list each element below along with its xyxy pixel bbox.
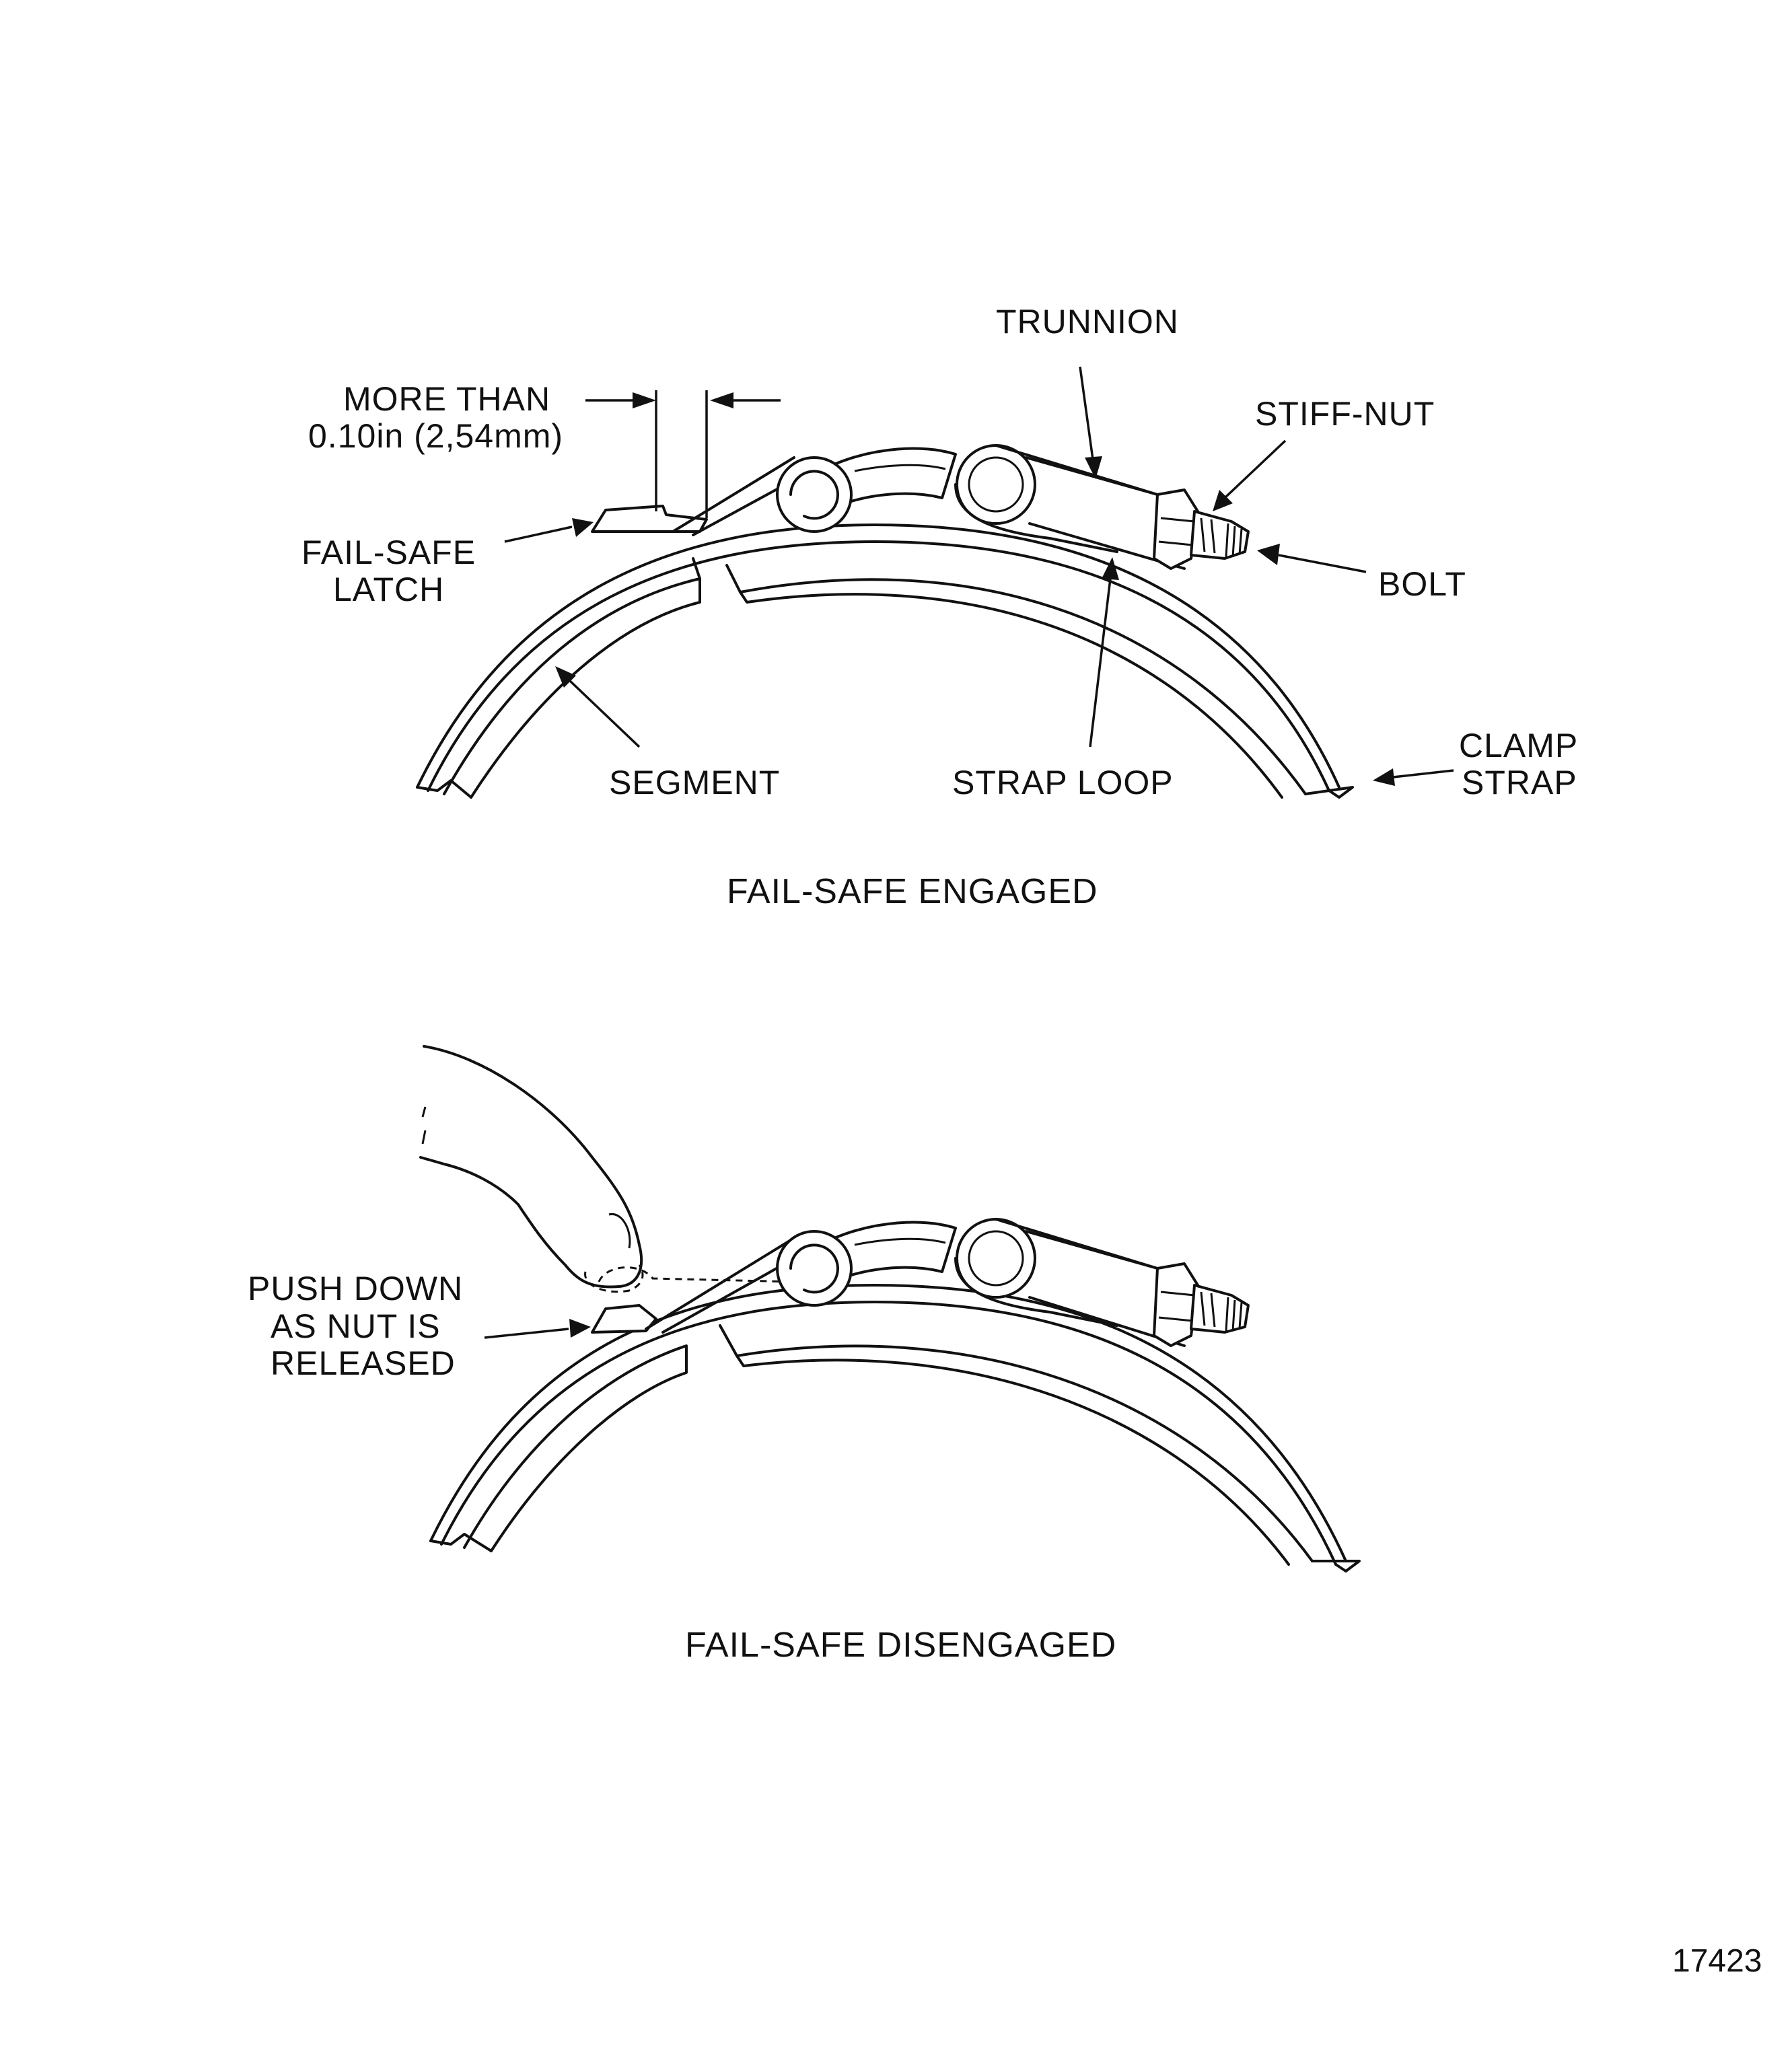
strap-loop — [954, 483, 1118, 553]
figure-number: 17423 — [1672, 1943, 1762, 1979]
hinge-loop-left — [776, 456, 853, 533]
clamp-strap — [416, 523, 1340, 789]
label-fail-safe-latch-line2: LATCH — [333, 571, 444, 608]
label-clamp-strap-line2: STRAP — [1462, 764, 1577, 801]
label-segment: SEGMENT — [609, 764, 780, 801]
fail-safe-latch-bottom — [591, 1304, 657, 1334]
label-trunnion: TRUNNION — [996, 303, 1179, 340]
label-strap-loop: STRAP LOOP — [952, 764, 1174, 801]
hinge-loop-left-bottom — [776, 1230, 853, 1307]
disengaged-callouts — [484, 1319, 591, 1339]
label-more-than-line2: 0.10in (2,54mm) — [308, 417, 563, 455]
label-stiff-nut: STIFF-NUT — [1255, 395, 1435, 433]
stiff-nut-bottom — [1153, 1262, 1199, 1347]
segment — [443, 557, 701, 795]
label-clamp-strap-line1: CLAMP — [1459, 727, 1578, 764]
label-push-down-line3: RELEASED — [271, 1344, 456, 1382]
label-push-down-line2: AS NUT IS — [271, 1307, 441, 1345]
caption-engaged: FAIL-SAFE ENGAGED — [727, 872, 1098, 911]
label-bolt: BOLT — [1378, 565, 1466, 603]
engaged-callouts — [504, 366, 1454, 786]
engaged-assembly — [416, 444, 1354, 799]
clamp-strap-bottom — [429, 1284, 1347, 1562]
disengaged-assembly — [419, 1045, 1361, 1572]
finger — [419, 1045, 643, 1289]
label-fail-safe-latch-line1: FAIL-SAFE — [301, 534, 476, 571]
caption-disengaged: FAIL-SAFE DISENGAGED — [685, 1626, 1116, 1665]
stiff-nut — [1153, 489, 1199, 570]
label-more-than-line1: MORE THAN — [343, 380, 550, 418]
engaged-labels: TRUNNION MORE THAN 0.10in (2,54mm) STIFF… — [301, 303, 1578, 911]
fail-safe-latch — [591, 505, 708, 533]
segment-bottom — [463, 1344, 688, 1549]
label-push-down-line1: PUSH DOWN — [248, 1270, 463, 1307]
disengaged-labels: PUSH DOWN AS NUT IS RELEASED FAIL-SAFE D… — [248, 1270, 1116, 1665]
